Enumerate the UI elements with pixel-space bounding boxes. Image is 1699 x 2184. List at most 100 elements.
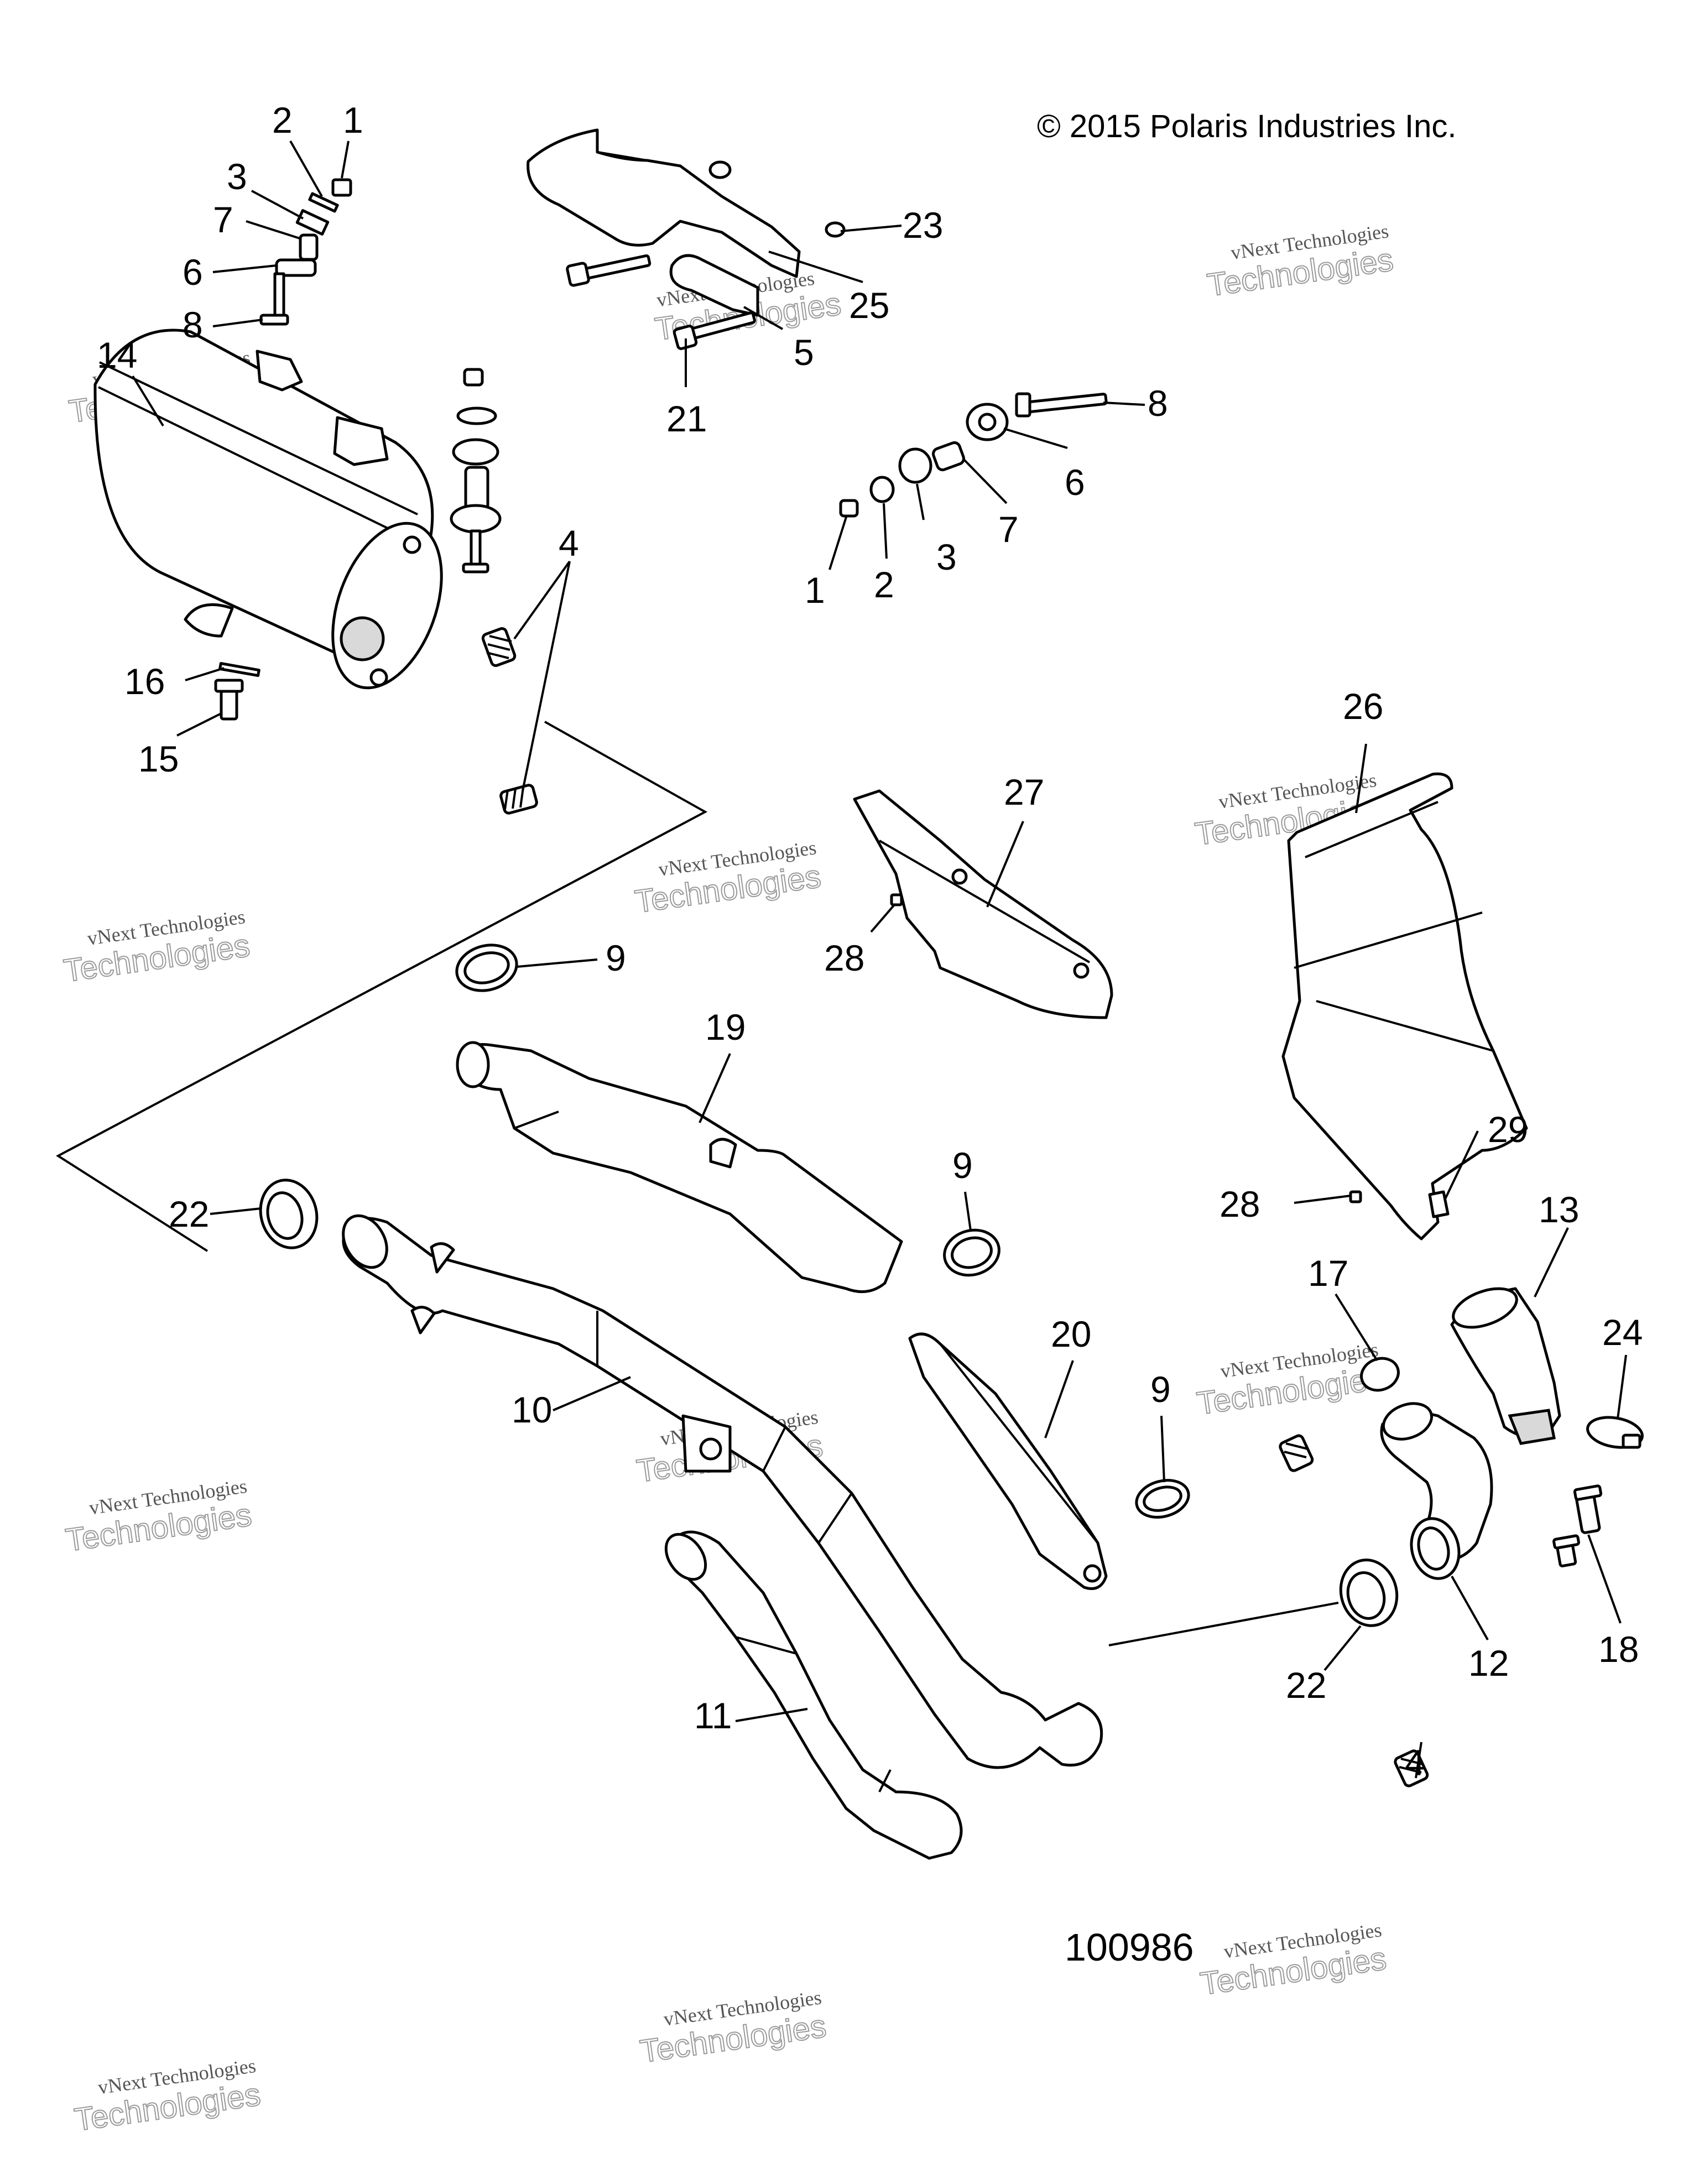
callout-label: 12 [1468, 1643, 1509, 1683]
callout-label: 27 [1004, 772, 1044, 812]
washer-part-3 [898, 447, 932, 484]
heat-shield-part-20 [908, 1332, 1108, 1590]
muffler-bracket [333, 416, 389, 466]
spring-part-4 [481, 627, 517, 667]
bolt-part-15 [214, 679, 244, 721]
pipe-part-11 [664, 1530, 963, 1860]
sensor-part-18 [1552, 1534, 1580, 1567]
callout-label: 3 [936, 536, 957, 577]
pipe-part-12 [1380, 1402, 1493, 1580]
mount-hardware-stack-left [259, 178, 352, 326]
callout-label: 22 [169, 1193, 209, 1234]
figure-number: 100986 [1065, 1926, 1194, 1969]
muffler-outlet-screen [340, 616, 385, 661]
sensor-part-18 [1573, 1484, 1603, 1534]
heat-shield-part-19 [456, 1041, 903, 1294]
callout-label: 19 [705, 1007, 746, 1047]
spring-part-4 [499, 784, 538, 815]
callout-label: 8 [183, 304, 203, 345]
callout-labels: 1 2 3 7 6 8 14 16 15 4 23 25 5 21 8 6 7 … [97, 100, 1643, 1783]
copyright-text: © 2015 Polaris Industries Inc. [1037, 108, 1456, 144]
callout-label: 24 [1602, 1312, 1643, 1353]
watermark: Technologies vNext Technologies [72, 2055, 263, 2139]
clip-part-23 [825, 221, 846, 238]
muffler-bracket [256, 350, 303, 392]
flange-clamp [1508, 1409, 1556, 1445]
callout-label: 6 [1065, 462, 1085, 503]
watermark: Technologies vNext Technologies [637, 1986, 828, 2070]
callout-label: 29 [1488, 1109, 1528, 1150]
bolt-part-21 [673, 311, 756, 350]
spring-part-4 [1279, 1434, 1314, 1472]
bolt-part-8 [273, 272, 285, 322]
nut-part-1 [331, 178, 352, 197]
mount-hardware-stack-center [450, 368, 502, 574]
callout-label: 6 [183, 252, 203, 293]
nut-part-1 [839, 499, 859, 518]
watermark: Technologies vNext Technologies [63, 1475, 254, 1559]
bushing-part-7 [931, 441, 966, 472]
callout-label: 16 [124, 661, 165, 702]
clamp-part-9 [943, 1228, 1000, 1277]
bolt-head-part-8 [259, 314, 289, 326]
callout-label: 21 [666, 398, 707, 439]
leader-lines [132, 140, 1627, 1779]
callout-label: 10 [512, 1389, 552, 1430]
washer-part-2 [308, 192, 339, 213]
watermark: Technologies vNext Technologies [1194, 1338, 1385, 1422]
callout-label: 25 [849, 285, 889, 326]
screw-part-28 [890, 893, 903, 906]
watermark: Technologies vNext Technologies [1197, 1919, 1389, 2003]
callout-label: 4 [1405, 1742, 1425, 1783]
muffler-inlet [184, 603, 234, 638]
callout-label: 5 [794, 332, 814, 373]
screw-part-28 [1349, 1190, 1362, 1203]
watermark: Technologies vNext Technologies [1205, 220, 1396, 304]
grommet-part-6 [275, 258, 317, 277]
callout-label: 22 [1286, 1665, 1326, 1706]
callout-label: 7 [213, 199, 233, 240]
callout-label: 20 [1051, 1313, 1091, 1354]
gasket-ring-part-22 [1339, 1558, 1399, 1627]
assembly-guide-line [1108, 1602, 1339, 1646]
gasket-ring-part-22 [259, 1179, 319, 1249]
heat-shield-part-27 [853, 789, 1113, 1019]
callout-label: 28 [824, 937, 864, 978]
callout-label: 23 [903, 205, 943, 246]
callout-label: 8 [1148, 383, 1168, 424]
callout-label: 17 [1308, 1253, 1348, 1294]
clamp-part-9 [455, 944, 518, 992]
clip-part-16 [218, 662, 260, 677]
bushing-part-7 [299, 233, 319, 261]
clamp-part-24 [1586, 1416, 1644, 1449]
watermark: Technologies vNext Technologies [632, 836, 824, 920]
mount-hardware-stack-right [839, 392, 1108, 518]
callout-label: 7 [998, 509, 1019, 550]
heat-shield-part-26 [1281, 772, 1528, 1240]
nut-part-29 [1428, 1190, 1450, 1218]
gasket-part-17 [1360, 1357, 1400, 1392]
callout-label: 1 [805, 570, 825, 611]
pipe-flange-part-13 [1450, 1287, 1561, 1445]
head-pipe-part-10 [342, 1214, 1103, 1769]
callout-label: 11 [694, 1695, 732, 1736]
callout-label: 26 [1343, 686, 1383, 727]
callout-label: 15 [138, 738, 179, 779]
bolt-part-upper [566, 254, 652, 287]
callout-label: 2 [272, 100, 293, 140]
heat-shield-part-25 [527, 128, 801, 278]
callout-label: 28 [1219, 1184, 1260, 1224]
washer-part-2 [869, 476, 895, 503]
watermark: Technologies vNext Technologies [61, 905, 252, 989]
muffler-part-14 [93, 329, 443, 690]
washer-part-3 [295, 209, 330, 236]
pipe-hook [410, 1306, 436, 1335]
callout-label: 9 [606, 937, 626, 978]
clamp-part-9 [1135, 1479, 1190, 1519]
callout-label: 4 [559, 523, 579, 564]
nut-part-23 [708, 160, 732, 179]
shield-tab [709, 1138, 737, 1169]
pipe-hook [430, 1242, 455, 1274]
callout-label: 2 [874, 564, 894, 605]
